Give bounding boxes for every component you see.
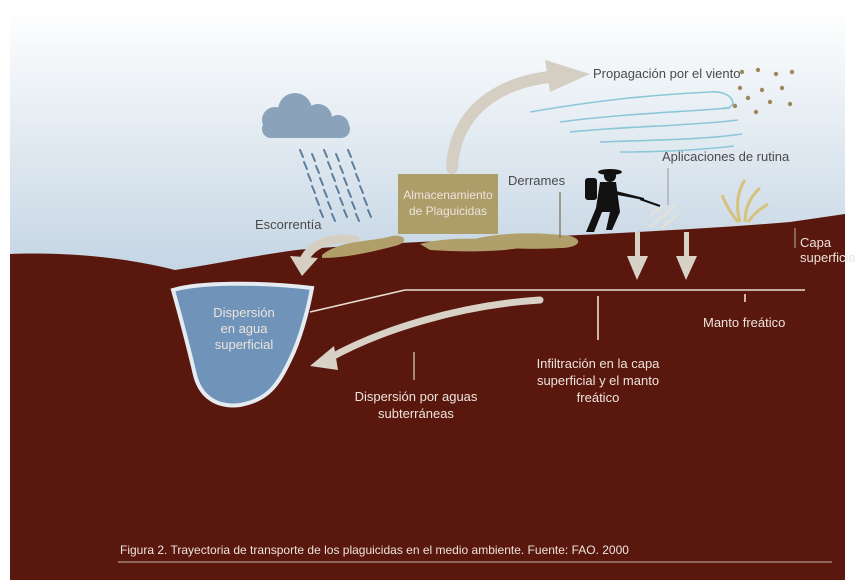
spray-particle	[662, 214, 666, 218]
raindrop	[315, 165, 320, 174]
spray-particle	[650, 224, 654, 228]
spray-particle	[651, 211, 655, 215]
spray-particle	[661, 225, 665, 229]
spray-particle	[669, 219, 673, 223]
raindrop	[367, 209, 372, 218]
spray-particle	[653, 209, 657, 213]
raindrop	[315, 197, 320, 206]
label-infiltration: Infiltración en la capa superficial y el…	[536, 356, 660, 405]
wind-particle	[767, 99, 773, 105]
raindrop	[323, 189, 328, 198]
spill-puddles	[322, 233, 579, 258]
raindrop	[319, 209, 324, 218]
raindrop	[343, 177, 348, 186]
label-surface-water: Dispersión en agua superficial	[213, 305, 275, 352]
raindrop	[339, 197, 344, 206]
spray-particle	[665, 221, 669, 225]
label-routine: Aplicaciones de rutina	[662, 149, 790, 164]
water-table-line	[309, 289, 805, 340]
spray-particle	[656, 218, 660, 222]
raindrop	[323, 149, 328, 158]
spray-particle	[663, 223, 667, 227]
wind-particle	[787, 101, 793, 107]
label-water-table: Manto freático	[703, 315, 786, 330]
spray-particle	[648, 204, 652, 208]
spray-particle	[648, 224, 652, 228]
wind-swirls	[529, 91, 743, 153]
spray-particle	[664, 212, 668, 216]
raindrop	[331, 213, 336, 222]
raindrop	[351, 201, 356, 210]
raindrop	[327, 161, 332, 170]
wind-particle	[737, 85, 743, 91]
raindrop	[339, 165, 344, 174]
raindrop	[355, 213, 360, 222]
wind-particle	[779, 85, 785, 91]
spray-particle	[649, 213, 653, 217]
spray-particle	[671, 217, 675, 221]
runoff-arrow	[290, 234, 360, 276]
spray-particle	[652, 222, 656, 226]
spray-particle	[654, 220, 658, 224]
raindrop	[299, 149, 304, 158]
raindrop	[351, 161, 356, 170]
wind-particle	[732, 103, 738, 109]
raindrop	[311, 185, 316, 194]
spray-particle	[658, 216, 662, 220]
raindrop	[363, 197, 368, 206]
spray-particle	[672, 204, 676, 208]
wind-arrow	[446, 60, 590, 174]
raindrop	[343, 209, 348, 218]
raindrop	[327, 201, 332, 210]
wind-particle	[739, 69, 745, 75]
label-runoff: Escorrentía	[255, 217, 322, 232]
spray-particle	[657, 207, 661, 211]
label-groundwater: Dispersión por aguas subterráneas	[354, 389, 478, 421]
raindrop	[359, 185, 364, 194]
raindrop	[347, 189, 352, 198]
raindrop	[311, 153, 316, 162]
wind-particle	[745, 95, 751, 101]
rain-cloud-icon	[262, 93, 372, 222]
raindrop	[331, 173, 336, 182]
spray-particle	[670, 206, 674, 210]
raindrop	[335, 185, 340, 194]
spray-particle	[655, 207, 659, 211]
raindrop	[335, 153, 340, 162]
wind-particle	[753, 109, 759, 115]
figure-caption: Figura 2. Trayectoria de transporte de l…	[120, 543, 629, 557]
wind-particle	[755, 67, 761, 73]
spray-particles	[648, 204, 677, 229]
raindrop	[355, 173, 360, 182]
storage-box	[398, 174, 498, 234]
label-wind: Propagación por el viento	[593, 66, 741, 81]
surface-water-body	[170, 281, 315, 408]
spray-particle	[660, 214, 664, 218]
raindrop	[303, 161, 308, 170]
spray-particle	[666, 210, 670, 214]
label-topsoil: Capa superficial	[800, 235, 855, 265]
spray-particle	[673, 215, 677, 219]
label-storage: Almacenamiento de Plaguicidas	[403, 188, 493, 218]
raindrop	[319, 177, 324, 186]
raindrop	[347, 149, 352, 158]
wind-particles	[732, 67, 795, 115]
spray-particle	[667, 219, 671, 223]
plant-icon	[720, 179, 769, 223]
wind-particle	[773, 71, 779, 77]
groundwater-arrow	[310, 296, 544, 370]
wind-particle	[759, 87, 765, 93]
spray-particle	[668, 208, 672, 212]
wind-particle	[789, 69, 795, 75]
label-spills: Derrames	[508, 173, 566, 188]
farmer-sprayer-icon	[585, 169, 661, 232]
infiltration-arrows	[627, 232, 697, 280]
spray-particle	[659, 205, 663, 209]
raindrop	[307, 173, 312, 182]
spray-particle	[655, 209, 659, 213]
